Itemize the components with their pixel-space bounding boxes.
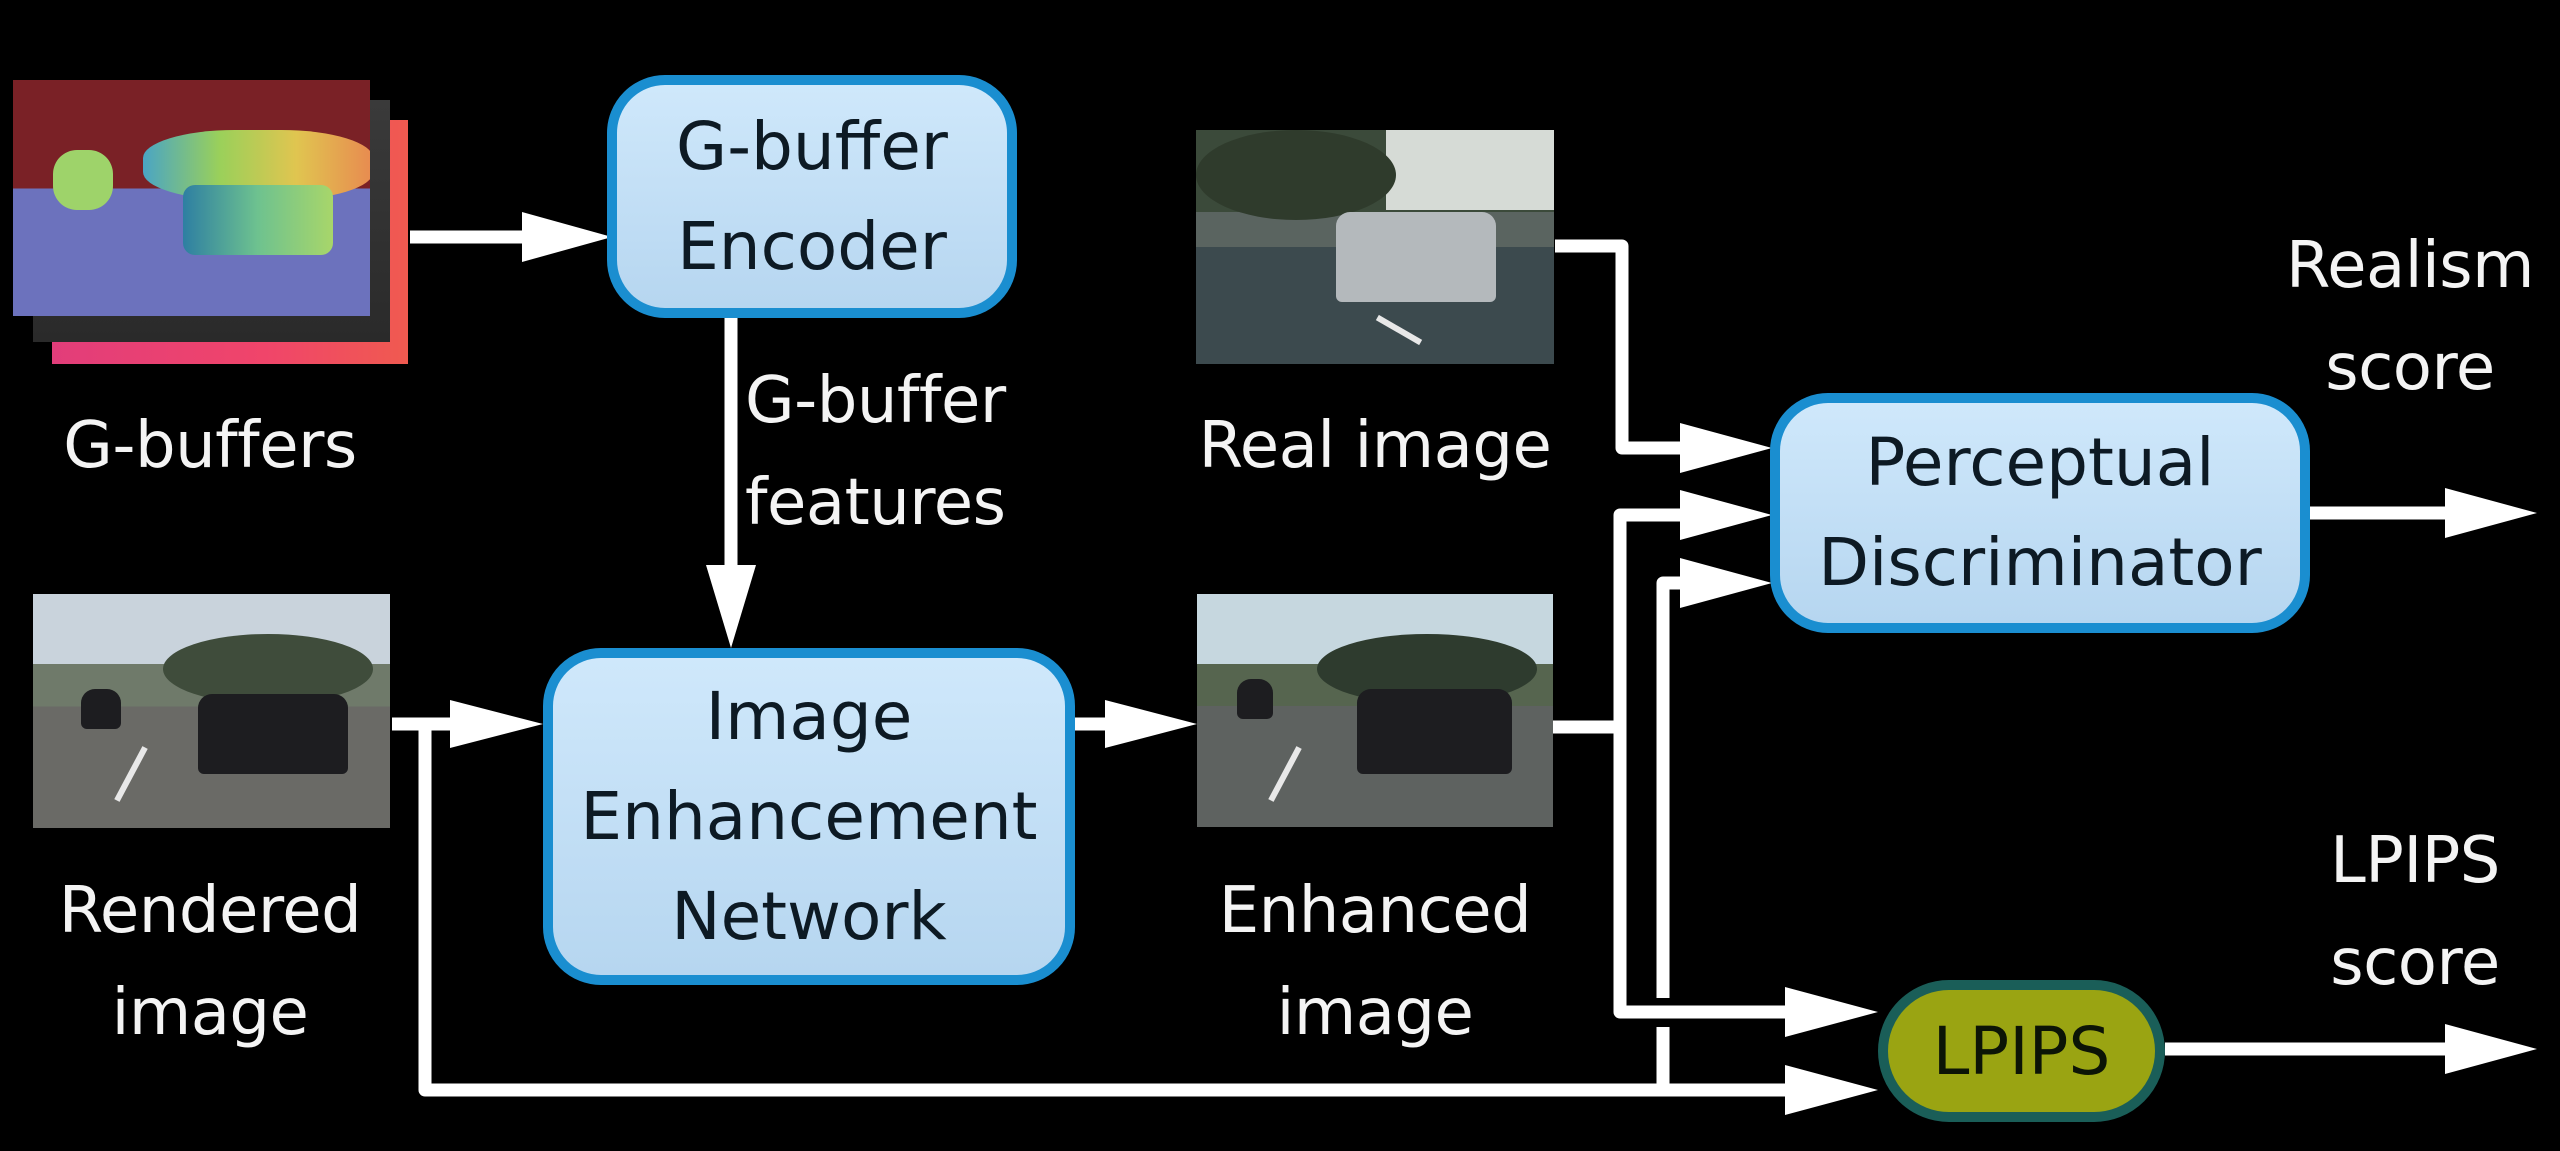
enhanced-car-far	[1237, 679, 1273, 719]
network-line1: Image	[705, 677, 913, 755]
network-line2: Enhancement	[580, 777, 1038, 855]
enhanced-label-line2: image	[1276, 976, 1474, 1050]
rendered-car-near	[198, 694, 348, 774]
arrowhead-network-left	[450, 700, 543, 748]
real-trees	[1196, 130, 1396, 220]
lpips-score-line2: score	[2330, 926, 2500, 1000]
gbuffer-features-label: G-buffer features	[745, 350, 1006, 554]
real-image-label: Real image	[1198, 409, 1552, 483]
gbuffer-layer-front	[13, 80, 370, 316]
features-line2: features	[745, 466, 1006, 540]
rendered-image-label: Rendered image	[10, 860, 410, 1064]
real-house	[1386, 130, 1554, 210]
rendered-lane-marking	[114, 746, 148, 802]
real-image-thumbnail	[1196, 130, 1554, 364]
arrowhead-disc-3	[1680, 558, 1772, 608]
realism-line1: Realism	[2286, 229, 2534, 303]
lpips-score-line1: LPIPS	[2330, 824, 2500, 898]
encoder-line2: Encoder	[677, 207, 947, 285]
enhanced-lane-marking	[1268, 746, 1302, 802]
real-car	[1336, 212, 1496, 302]
realism-line2: score	[2325, 331, 2495, 405]
rendered-label-line2: image	[111, 976, 309, 1050]
real-lane-marking	[1375, 314, 1423, 346]
encoder-line1: G-buffer	[676, 107, 948, 185]
rendered-car-far	[81, 689, 121, 729]
arrowhead-lpips-2	[1785, 1065, 1878, 1115]
enhanced-label-line1: Enhanced	[1218, 874, 1532, 948]
discriminator-line1: Perceptual	[1865, 424, 2215, 501]
arrowhead-lpips-score	[2445, 1024, 2537, 1074]
edge-rendered-discriminator-upper	[1656, 576, 1685, 998]
gbuffer-car	[183, 185, 333, 255]
arrowhead-realism	[2445, 488, 2537, 538]
arrowhead-disc-2	[1680, 490, 1772, 540]
rendered-image-thumbnail	[33, 594, 390, 828]
realism-score-label: Realism score	[2260, 215, 2560, 419]
arrowhead-network-top	[706, 565, 756, 648]
lpips-box[interactable]: LPIPS	[1878, 980, 2165, 1122]
arrowhead-encoder	[522, 212, 612, 262]
edge-enhanced-lpips	[1613, 727, 1790, 1019]
arrowhead-disc-1	[1680, 423, 1772, 473]
features-line1: G-buffer	[745, 364, 1006, 438]
gbuffer-encoder-box[interactable]: G-buffer Encoder	[607, 75, 1017, 318]
gbuffers-label: G-buffers	[63, 409, 357, 483]
discriminator-line2: Discriminator	[1818, 524, 2262, 601]
edge-enhanced-discriminator	[1553, 508, 1685, 734]
enhanced-image-label: Enhanced image	[1175, 860, 1575, 1064]
rendered-trees	[163, 634, 373, 704]
arrowhead-enhanced	[1105, 700, 1197, 748]
rendered-label-line1: Rendered	[58, 874, 362, 948]
perceptual-discriminator-box[interactable]: Perceptual Discriminator	[1770, 393, 2310, 633]
enhanced-image-thumbnail	[1197, 594, 1553, 827]
lpips-score-label: LPIPS score	[2265, 810, 2560, 1014]
network-line3: Network	[671, 877, 947, 955]
arrowhead-lpips-1	[1785, 987, 1878, 1037]
gbuffer-bush	[53, 150, 113, 210]
enhanced-car-near	[1357, 689, 1512, 774]
image-enhancement-network-box[interactable]: Image Enhancement Network	[543, 648, 1075, 985]
